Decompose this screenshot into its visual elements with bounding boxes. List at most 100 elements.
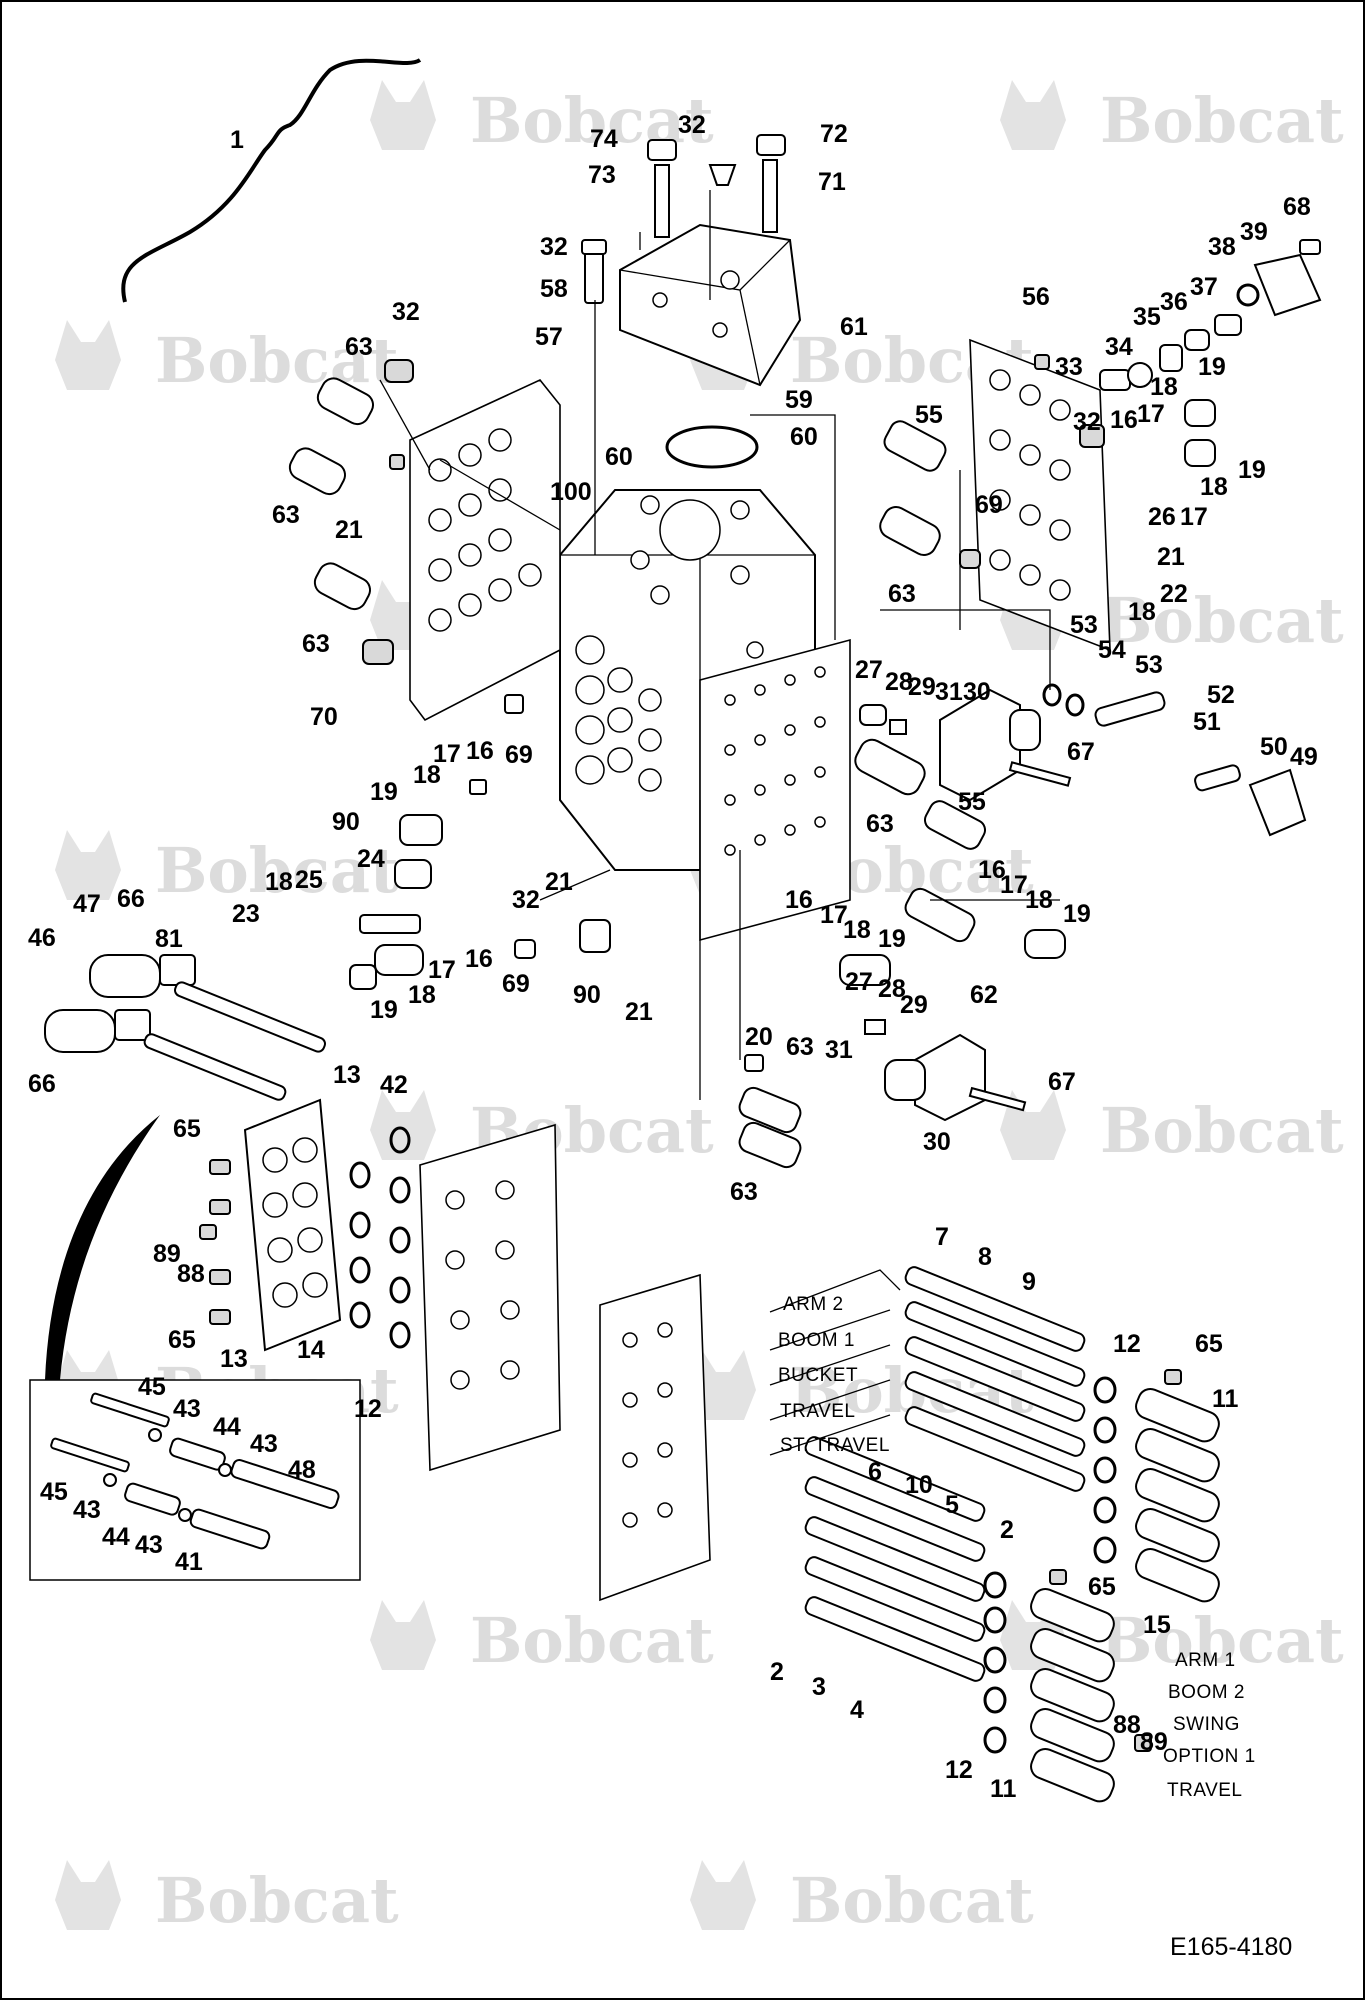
right-spool-assembly	[1042, 683, 1307, 837]
callout-label: 73	[588, 161, 616, 189]
callout-label: 7	[935, 1223, 949, 1251]
left-end-caps	[44, 954, 411, 1352]
callout-label: 16	[785, 886, 813, 914]
callout-label: 43	[250, 1430, 278, 1458]
callout-label: 19	[878, 925, 906, 953]
left-gasket-plate	[409, 379, 561, 722]
watermark-2: Bobcat	[1000, 80, 1344, 157]
upper-spool-caps	[1135, 1369, 1220, 1603]
assembly-brace	[121, 58, 422, 303]
bobcat-logo-icon	[370, 80, 436, 150]
callout-label: 89	[1140, 1728, 1168, 1756]
watermark-text: Bobcat	[155, 834, 399, 907]
left-relief-valves	[288, 359, 414, 665]
callout-label: 67	[1067, 738, 1095, 766]
watermark-7: Bobcat	[55, 830, 399, 907]
bobcat-logo-icon	[55, 1860, 121, 1930]
callout-label: 17	[1137, 400, 1165, 428]
callout-label: 18	[1150, 373, 1178, 401]
callout-label: 65	[173, 1115, 201, 1143]
callout-label: 62	[970, 981, 998, 1009]
section-label-arm-1: ARM 1	[1175, 1650, 1236, 1671]
callout-label: 63	[866, 810, 894, 838]
callout-label: 4	[850, 1696, 864, 1724]
callout-label: 11	[990, 1775, 1017, 1803]
callout-label: 18	[413, 761, 441, 789]
bobcat-logo-icon	[55, 830, 121, 900]
watermark-text: Bobcat	[790, 1864, 1034, 1937]
callout-label: 19	[1198, 353, 1226, 381]
callout-label: 15	[1143, 1611, 1171, 1639]
callout-label: 32	[540, 233, 568, 261]
callout-label: 47	[73, 890, 101, 918]
callout-label: 60	[605, 443, 633, 471]
callout-label: 65	[1088, 1573, 1116, 1601]
callout-label: 17	[1000, 871, 1028, 899]
callout-label: 8	[978, 1243, 992, 1271]
callout-label: 74	[590, 125, 618, 153]
callout-label: 17	[1180, 503, 1208, 531]
callout-label: 69	[975, 491, 1003, 519]
callout-label: 100	[550, 478, 592, 506]
section-label-swing: SWING	[1173, 1714, 1240, 1735]
callout-label: 3	[812, 1673, 826, 1701]
lower-spools	[804, 1436, 1007, 1754]
watermark-text: Bobcat	[1100, 84, 1344, 157]
callout-label: 53	[1135, 651, 1163, 679]
callout-label: 18	[1128, 598, 1156, 626]
callout-label: 41	[175, 1548, 203, 1576]
section-label-boom-2: BOOM 2	[1168, 1682, 1245, 1703]
callout-label: 19	[1238, 456, 1266, 484]
callout-label: 89	[153, 1240, 181, 1268]
bobcat-logo-icon	[55, 320, 121, 390]
right-gasket-plate	[969, 338, 1111, 652]
callout-label: 16	[465, 945, 493, 973]
callout-label: 45	[40, 1478, 68, 1506]
callout-label: 35	[1133, 303, 1161, 331]
callout-label: 12	[354, 1395, 382, 1423]
callout-label: 69	[505, 741, 533, 769]
callout-label: 2	[770, 1658, 784, 1686]
lower-right-gasket-plate	[599, 1273, 711, 1602]
o-ring-59	[665, 425, 759, 469]
callout-label: 21	[335, 516, 363, 544]
callout-label: 54	[1098, 636, 1126, 664]
callout-label: 18	[843, 916, 871, 944]
callout-label: 9	[1022, 1268, 1036, 1296]
watermark-14: Bobcat	[1000, 1600, 1344, 1677]
callout-label: 28	[878, 975, 906, 1003]
callout-label: 69	[502, 970, 530, 998]
callout-label: 44	[213, 1413, 241, 1441]
callout-label: 39	[1240, 218, 1268, 246]
callout-label: 18	[408, 981, 436, 1009]
callout-label: 27	[855, 656, 883, 684]
callout-label: 43	[73, 1496, 101, 1524]
section-label-boom-1: BOOM 1	[778, 1330, 855, 1351]
callout-label: 65	[168, 1326, 196, 1354]
watermark-text: Bobcat	[155, 324, 399, 397]
top-bolts	[581, 134, 786, 304]
top-cover	[619, 223, 802, 387]
callout-label: 88	[1113, 1711, 1141, 1739]
mid-right-valves	[854, 738, 987, 850]
callout-label: 30	[963, 678, 991, 706]
callout-label: 18	[265, 868, 293, 896]
callout-label: 44	[102, 1523, 130, 1551]
callout-label: 68	[1283, 193, 1311, 221]
leader-lines	[379, 190, 1060, 1100]
callout-label: 26	[1148, 503, 1176, 531]
section-label-st-travel: ST. TRAVEL	[780, 1435, 890, 1456]
callout-label: 63	[302, 630, 330, 658]
callout-label: 63	[730, 1178, 758, 1206]
callout-label: 52	[1207, 681, 1235, 709]
callout-label: 49	[1290, 743, 1318, 771]
watermark-text: Bobcat	[1100, 584, 1344, 657]
callout-label: 29	[900, 991, 928, 1019]
callout-label: 53	[1070, 611, 1098, 639]
watermark-16: Bobcat	[690, 1860, 1034, 1937]
callout-label: 43	[173, 1395, 201, 1423]
callout-label: 67	[1048, 1068, 1076, 1096]
watermark-text: Bobcat	[1100, 1604, 1344, 1677]
callout-label: 34	[1105, 333, 1133, 361]
callout-label: 88	[177, 1260, 205, 1288]
